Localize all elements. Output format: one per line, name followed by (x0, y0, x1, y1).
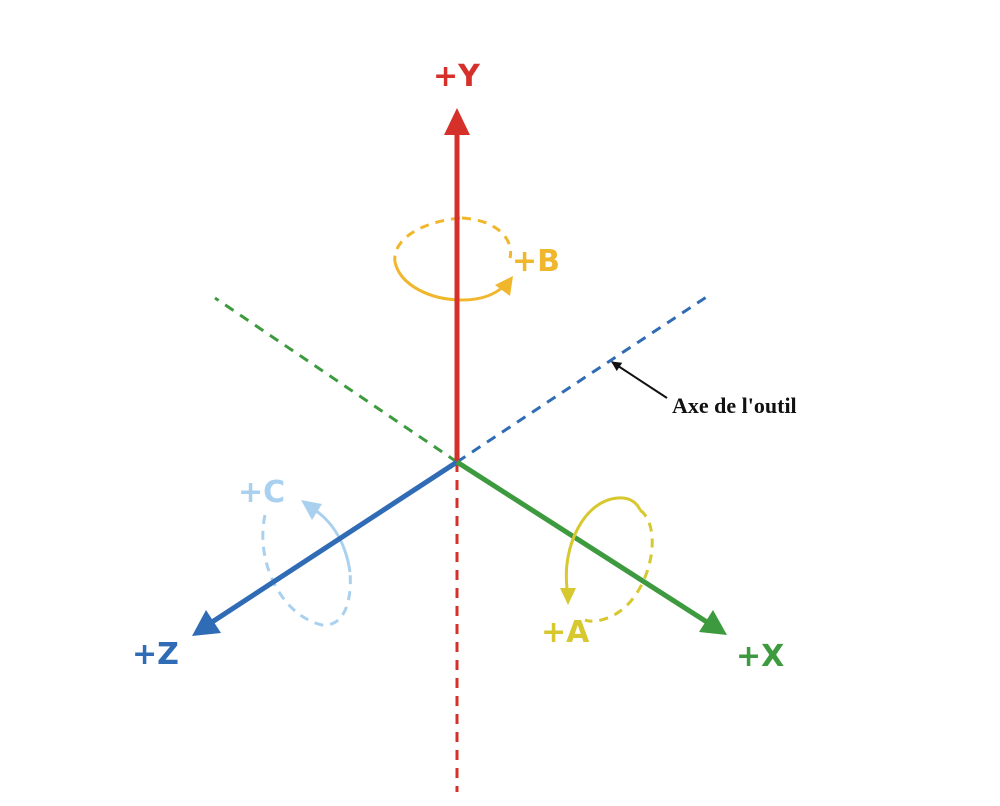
y-axis-label: +Y (433, 59, 480, 94)
tool-axis-dashed-line (456, 294, 709, 464)
a-rotation-arc-dashed (584, 508, 654, 623)
z-axis-line (204, 459, 459, 629)
b-rotation-arrowhead (495, 276, 513, 296)
x-axis-dashed-extension (214, 296, 458, 464)
b-rotation-arc-dashed (461, 216, 513, 259)
tool-axis-pointer-arrow (611, 361, 668, 399)
tool-axis-label: Axe de l'outil (672, 393, 797, 418)
x-axis-label: +X (736, 639, 785, 674)
b-rotation-label: +B (512, 244, 561, 279)
x-axis-arrowhead (699, 610, 727, 635)
c-rotation-arc-dashed (261, 514, 352, 627)
x-axis-line (455, 459, 712, 627)
a-rotation-label: +A (541, 615, 590, 650)
a-rotation-arrowhead (560, 588, 576, 605)
c-rotation-arrowhead (301, 500, 322, 520)
a-rotation-arc-solid (564, 496, 642, 589)
z-axis-arrowhead (192, 610, 221, 636)
b-rotation-arc-solid (393, 261, 507, 302)
c-rotation-label: +C (238, 475, 286, 510)
z-axis-label: +Z (132, 637, 179, 672)
y-axis-arrowhead (444, 108, 470, 135)
b-rotation-arc-dashed (393, 216, 461, 263)
c-rotation-arc-solid (311, 506, 352, 573)
